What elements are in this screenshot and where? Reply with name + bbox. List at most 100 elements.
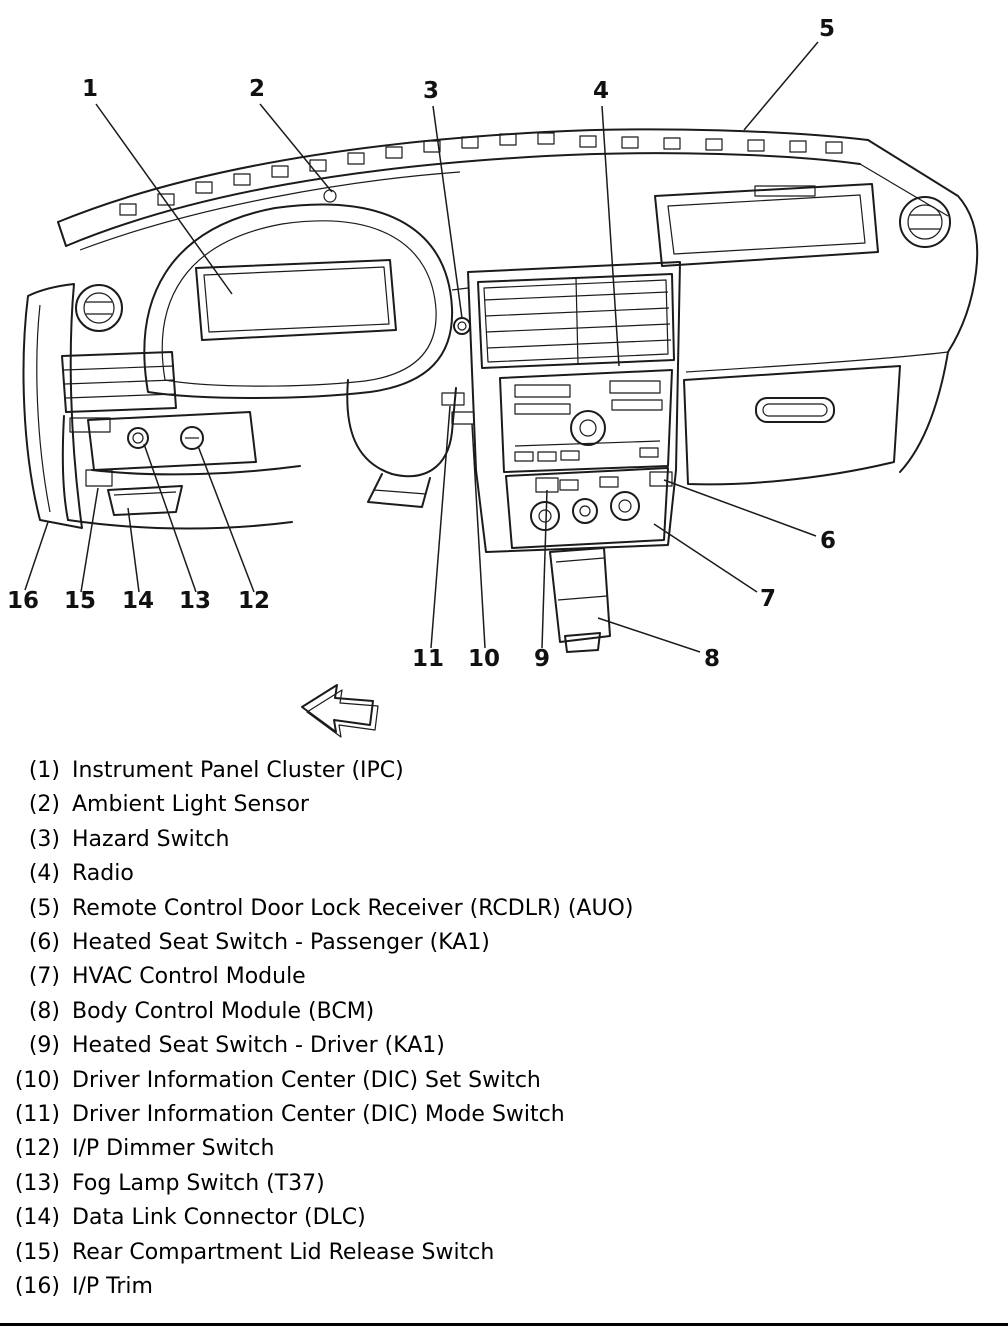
callout-line-11 xyxy=(430,405,451,649)
callout-number-9: 9 xyxy=(534,646,550,672)
heated-seat-switch-passenger xyxy=(649,471,673,487)
legend-item-label: Hazard Switch xyxy=(72,826,230,852)
legend-item-number: (6) xyxy=(28,930,60,956)
legend-item: (7) HVAC Control Module xyxy=(10,960,1008,994)
callout-line-14 xyxy=(127,507,140,593)
callout-number-3: 3 xyxy=(423,78,439,104)
legend-item: (12) I/P Dimmer Switch xyxy=(10,1132,1008,1166)
legend-item: (5)Remote Control Door Lock Receiver (RC… xyxy=(10,892,1008,926)
front-direction-arrow-icon xyxy=(301,684,379,738)
legend-item: (2) Ambient Light Sensor xyxy=(10,788,1008,822)
legend-item: (16) I/P Trim xyxy=(10,1270,1008,1304)
legend-item-label: HVAC Control Module xyxy=(72,964,306,990)
callout-line-7 xyxy=(653,523,758,593)
callout-line-1 xyxy=(95,103,233,295)
callout-line-2 xyxy=(259,103,333,193)
glove-box-handle xyxy=(755,397,835,423)
callout-leader-lines xyxy=(24,41,819,653)
callout-numbers: 1 2 3 4 5 6 7 8 9 10 11 12 13 14 15 16 xyxy=(7,16,836,672)
legend-item: (10) Driver Information Center (DIC) Set … xyxy=(10,1064,1008,1098)
legend-item-number: (2) xyxy=(28,792,60,818)
legend-item-number: (13) xyxy=(14,1170,60,1196)
callout-line-16 xyxy=(24,521,49,591)
callout-number-6: 6 xyxy=(820,528,836,554)
legend-item-label: Heated Seat Switch - Passenger (KA1) xyxy=(72,930,490,956)
legend-item: (9)Heated Seat Switch - Driver (KA1) xyxy=(10,1029,1008,1063)
callout-number-11: 11 xyxy=(412,646,444,672)
legend-item-number: (11) xyxy=(14,1102,60,1128)
callout-number-4: 4 xyxy=(593,78,609,104)
legend-item: (3) Hazard Switch xyxy=(10,823,1008,857)
legend-item: (1) Instrument Panel Cluster (IPC) xyxy=(10,754,1008,788)
callout-line-5 xyxy=(743,41,819,131)
legend-item-number: (1) xyxy=(28,758,60,783)
legend-item-label: Heated Seat Switch - Driver (KA1) xyxy=(72,1033,445,1059)
legend-item-label: Ambient Light Sensor xyxy=(72,792,309,818)
legend-item: (6) Heated Seat Switch - Passenger (KA1) xyxy=(10,926,1008,960)
callout-line-13 xyxy=(143,443,197,593)
legend-item: (4) Radio xyxy=(10,857,1008,891)
legend-item-label: Driver Information Center (DIC) Mode Swi… xyxy=(72,1102,565,1128)
legend-item-number: (16) xyxy=(14,1274,60,1300)
callout-line-3 xyxy=(432,105,463,319)
callout-number-15: 15 xyxy=(64,588,96,614)
passenger-airbag-panel xyxy=(654,183,879,267)
callout-number-7: 7 xyxy=(760,586,776,612)
legend-item-number: (15) xyxy=(14,1239,60,1265)
legend-item-label: Driver Information Center (DIC) Set Swit… xyxy=(72,1067,541,1093)
ip-dimmer-switch xyxy=(180,426,204,450)
cluster-opening xyxy=(195,259,397,341)
callout-number-1: 1 xyxy=(82,76,98,102)
rear-lid-release-switch xyxy=(85,469,113,487)
heated-seat-switch-driver xyxy=(535,477,559,493)
callout-number-16: 16 xyxy=(7,588,39,614)
callout-line-10 xyxy=(471,423,486,649)
callout-number-2: 2 xyxy=(249,76,265,102)
legend-item-label: Radio xyxy=(72,861,134,887)
instrument-panel-diagram: 1 2 3 4 5 6 7 8 9 10 11 12 13 14 15 16 xyxy=(7,16,979,738)
legend-item-label: I/P Dimmer Switch xyxy=(72,1136,275,1162)
vents xyxy=(61,196,951,433)
switch-details xyxy=(85,411,257,516)
component-legend: (1) Instrument Panel Cluster (IPC) (2) Amb… xyxy=(0,742,1008,1305)
top-band-clips xyxy=(119,132,843,216)
legend-item: (8)Body Control Module (BCM) xyxy=(10,995,1008,1029)
dic-mode-switch xyxy=(441,392,465,406)
fog-lamp-switch xyxy=(127,427,149,449)
callout-line-6 xyxy=(663,479,817,537)
ambient-light-sensor xyxy=(323,189,337,203)
body-control-module xyxy=(549,547,611,653)
callout-line-9 xyxy=(541,489,548,649)
callout-number-14: 14 xyxy=(122,588,154,614)
callout-line-12 xyxy=(197,445,255,593)
legend-item-label: Fog Lamp Switch (T37) xyxy=(72,1170,325,1196)
legend-item-number: (10) xyxy=(14,1067,60,1093)
legend-item-number: (12) xyxy=(14,1136,60,1162)
legend-item-number: (4) xyxy=(28,861,60,887)
page-bottom-edge xyxy=(0,1323,1008,1326)
callout-line-4 xyxy=(601,105,620,367)
callout-line-8 xyxy=(597,617,701,653)
legend-item-label: Body Control Module (BCM) xyxy=(72,998,375,1024)
ip-trim-end-cap xyxy=(22,283,83,529)
legend-item-label: Data Link Connector (DLC) xyxy=(72,1205,366,1231)
hvac-control-module xyxy=(505,467,669,549)
legend-item: (13) Fog Lamp Switch (T37) xyxy=(10,1167,1008,1201)
legend-item-number: (3) xyxy=(28,826,60,852)
legend-item-label: Rear Compartment Lid Release Switch xyxy=(72,1239,495,1265)
callout-number-5: 5 xyxy=(819,16,835,42)
legend-item: (14) Data Link Connector (DLC) xyxy=(10,1201,1008,1235)
legend-item-number: (14) xyxy=(14,1205,60,1231)
instrument-cluster xyxy=(143,189,469,399)
dic-set-switch xyxy=(451,411,475,425)
legend-item-number: (7) xyxy=(28,964,60,990)
center-stack xyxy=(467,261,681,653)
legend-item-label: Remote Control Door Lock Receiver (RCDLR… xyxy=(72,895,634,921)
legend-item-label: Instrument Panel Cluster (IPC) xyxy=(72,758,404,783)
legend-item-label: I/P Trim xyxy=(72,1274,153,1300)
data-link-connector xyxy=(107,485,183,516)
callout-number-10: 10 xyxy=(468,646,500,672)
steering-column-area xyxy=(346,317,475,508)
legend-item: (11) Driver Information Center (DIC) Mode… xyxy=(10,1098,1008,1132)
dashboard-outline xyxy=(22,128,979,530)
